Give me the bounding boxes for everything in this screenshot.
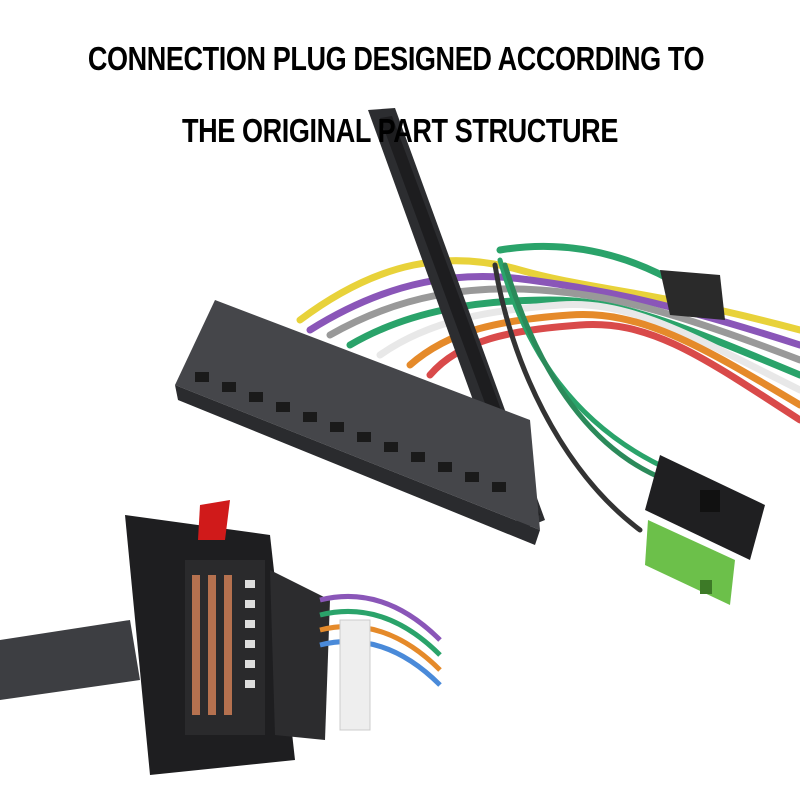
- caption-line-2: THE ORIGINAL PART STRUCTURE: [182, 112, 618, 149]
- hazard-button: [198, 500, 230, 540]
- black-plug: [645, 455, 765, 560]
- tape-wrap: [660, 270, 725, 320]
- caption-line-1: CONNECTION PLUG DESIGNED ACCORDING TO: [87, 40, 705, 77]
- turn-signal-switch: [0, 500, 442, 775]
- green-plug: [645, 520, 735, 605]
- flat-connector: [175, 300, 540, 545]
